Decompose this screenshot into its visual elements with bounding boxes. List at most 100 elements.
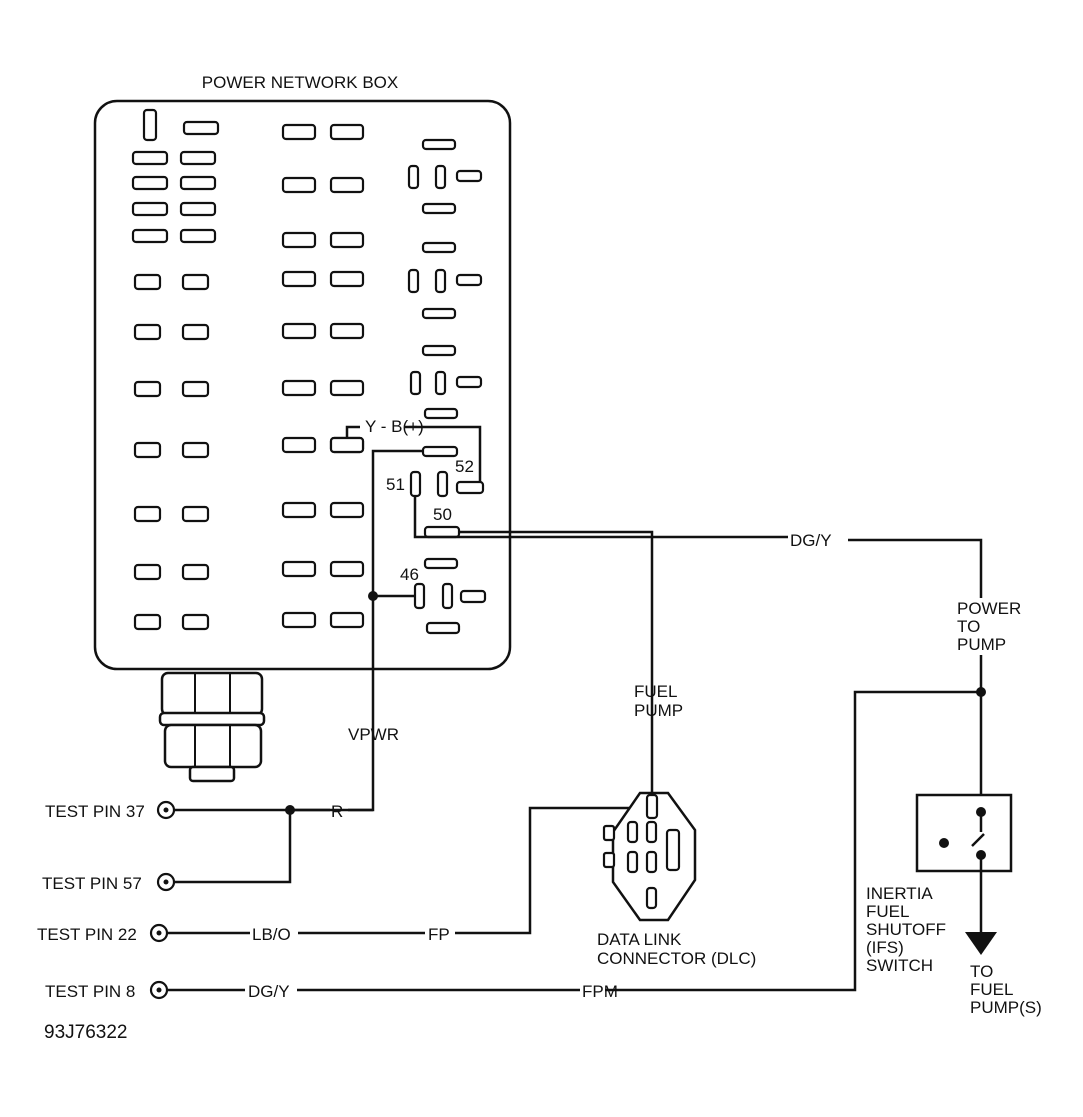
fuse-slot — [281, 611, 317, 629]
wire-label-vpwr: VPWR — [348, 725, 399, 744]
terminal-label-50: 50 — [433, 505, 452, 524]
test-pin-22-label: TEST PIN 22 — [37, 925, 137, 944]
ifs-label-line1: INERTIA — [866, 884, 933, 903]
relay-terminal — [434, 164, 447, 190]
test-pin-8-label: TEST PIN 8 — [45, 982, 135, 1001]
relay-terminal — [455, 375, 483, 389]
fuel-pump-label-line1: FUEL — [634, 682, 677, 701]
plug-lower-body — [163, 723, 263, 769]
box-connector-plug — [158, 671, 266, 783]
dlc-tab — [602, 824, 616, 842]
fuse-slot — [181, 613, 210, 631]
relay-terminal-52 — [455, 480, 485, 495]
fuse-slot — [182, 120, 220, 136]
plug-tip — [188, 765, 236, 783]
fuse-slot — [133, 380, 162, 398]
figure-id: 93J76322 — [44, 1022, 127, 1043]
fuse-slot — [329, 379, 365, 397]
relay-terminal — [421, 138, 457, 151]
fuse-slot — [179, 150, 217, 166]
fuse-slot — [133, 273, 162, 291]
fuse-slot — [329, 176, 365, 194]
fuse-slot — [181, 441, 210, 459]
relay-sockets — [407, 138, 487, 635]
relay-terminal — [434, 268, 447, 294]
power-network-box-title: POWER NETWORK BOX — [202, 73, 398, 92]
wire-label-dgy: DG/Y — [790, 531, 832, 550]
fuse-slot — [133, 505, 162, 523]
relay-terminal — [455, 273, 483, 287]
ifs-label-line3: SHUTOFF — [866, 920, 946, 939]
relay-terminal — [421, 241, 457, 254]
fuse-slot — [329, 560, 365, 578]
terminal-label-yb: Y - B(+) — [365, 417, 424, 436]
relay-terminal — [441, 582, 454, 610]
fuse-slot — [131, 201, 169, 217]
dlc-pin — [665, 828, 681, 872]
relay-terminal — [409, 370, 422, 396]
relay-terminal — [434, 370, 447, 396]
to-fuel-pump-line3: PUMP(S) — [970, 998, 1042, 1017]
wiring — [168, 425, 986, 992]
fuse-slot — [131, 150, 169, 166]
fuse-slot — [281, 123, 317, 141]
dlc-pin — [645, 850, 658, 874]
plug-upper-body — [160, 671, 264, 717]
fuse-slot — [329, 501, 365, 519]
fuse-slot — [181, 563, 210, 581]
fuse-slot — [179, 175, 217, 191]
wire-label-r: R — [331, 802, 343, 821]
relay-terminal — [423, 407, 459, 420]
relay-terminal — [421, 307, 457, 320]
fuse-slot — [281, 176, 317, 194]
dlc-label-line1: DATA LINK — [597, 930, 682, 949]
fuse-slot — [281, 501, 317, 519]
fuse-slot — [181, 505, 210, 523]
dlc-pin — [645, 886, 658, 910]
dlc-label-line2: CONNECTOR (DLC) — [597, 949, 756, 968]
relay-terminal — [407, 268, 420, 294]
dlc-pin — [626, 820, 639, 844]
fuse-slot — [281, 322, 317, 340]
relay-terminal — [423, 557, 459, 570]
fuse-slot — [281, 560, 317, 578]
relay-terminal — [425, 621, 461, 635]
fuse-slot — [133, 441, 162, 459]
fuse-slot — [181, 273, 210, 291]
power-to-pump-line2: TO — [957, 617, 980, 636]
fuse-slot — [131, 228, 169, 244]
relay-terminal — [436, 470, 449, 498]
test-pin-57-label: TEST PIN 57 — [42, 874, 142, 893]
fuse-slot — [281, 270, 317, 288]
fuse-slot — [329, 611, 365, 629]
relay-terminal — [459, 589, 487, 604]
wire-label-dgy-bottom: DG/Y — [248, 982, 290, 1001]
fuel-pump-label-line2: PUMP — [634, 701, 683, 720]
dlc-pin — [645, 820, 658, 844]
test-pins: TEST PIN 37 TEST PIN 57 TEST PIN 22 TEST… — [37, 800, 176, 1001]
test-pin-37-label: TEST PIN 37 — [45, 802, 145, 821]
fuse-slot — [133, 613, 162, 631]
power-to-pump-line1: POWER — [957, 599, 1021, 618]
fuse-slot — [179, 228, 217, 244]
ifs-label-line4: (IFS) — [866, 938, 904, 957]
wire-labels: DG/Y VPWR R LB/O FP DG/Y FPM FUEL PUMP P… — [248, 531, 1021, 1001]
relay-terminal-50 — [423, 525, 461, 539]
relay-terminal-51 — [409, 470, 422, 498]
fuse-slot — [281, 436, 317, 454]
fuse-slot — [281, 379, 317, 397]
dlc-pin — [645, 793, 659, 820]
dlc-pin — [626, 850, 639, 874]
wire-label-lbo: LB/O — [252, 925, 291, 944]
relay-terminal — [421, 202, 457, 215]
left-fuse-column — [131, 108, 220, 631]
ifs-switch-body — [915, 793, 1013, 873]
to-fuel-pump-line2: FUEL — [970, 980, 1013, 999]
fuse-slot — [181, 323, 210, 341]
fuse-slot — [329, 123, 365, 141]
dlc-tab — [602, 851, 616, 869]
inertia-switch: INERTIA FUEL SHUTOFF (IFS) SWITCH TO FUE… — [866, 793, 1042, 1017]
data-link-connector: DATA LINK CONNECTOR (DLC) — [597, 791, 756, 968]
ifs-label-line2: FUEL — [866, 902, 909, 921]
fuse-slot — [142, 108, 158, 142]
